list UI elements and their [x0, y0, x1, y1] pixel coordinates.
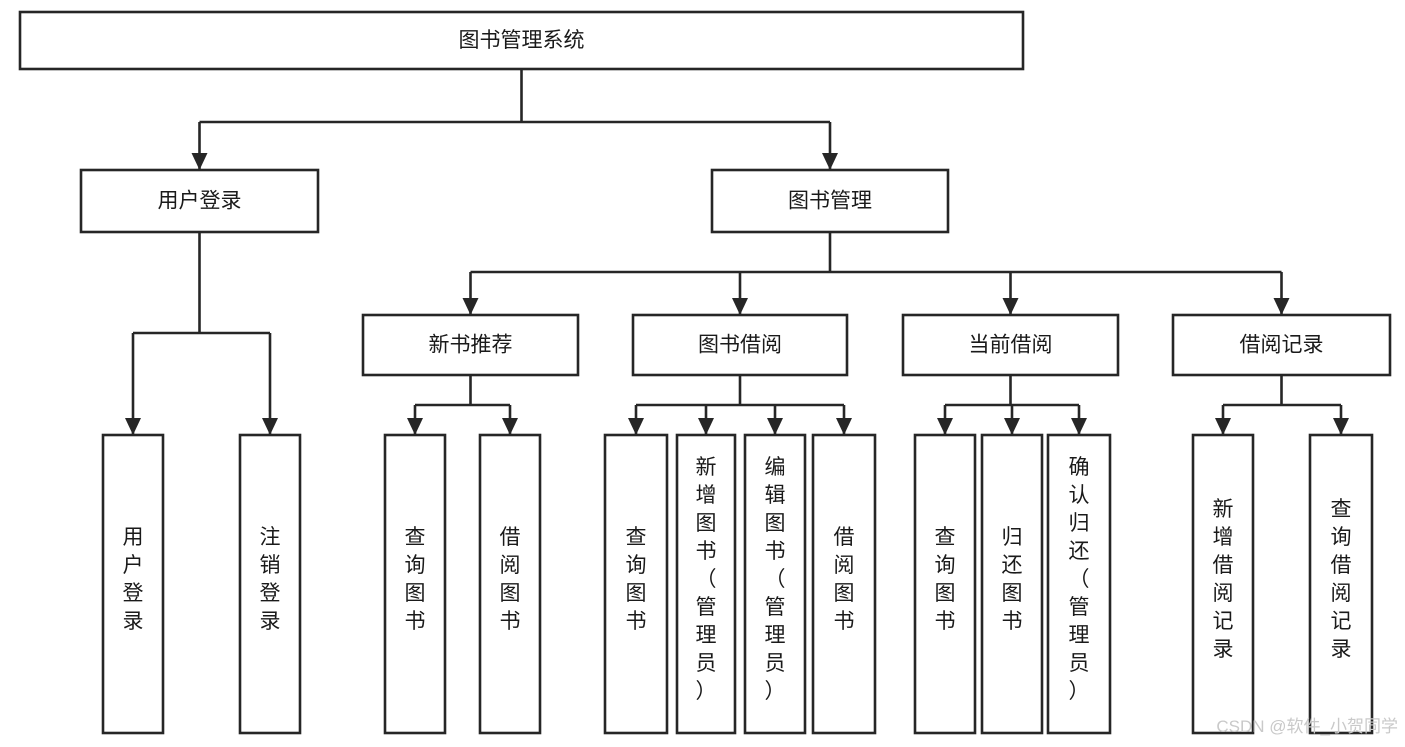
node-leaf-leaf-query-book-borrow-label: 查询图书	[626, 526, 647, 633]
node-leaf-leaf-add-borrow-record-label: 新增借阅记录	[1213, 498, 1234, 661]
node-leaf-leaf-query-book-current-label: 查询图书	[935, 526, 956, 633]
node-leaf-leaf-logout-label: 注销登录	[260, 526, 281, 633]
node-l3-borrow-record-label: 借阅记录	[1240, 334, 1324, 357]
node-leaf-leaf-confirm-return-admin-label: 确认归还（管理员）	[1069, 456, 1090, 703]
node-leaf-leaf-query-book-rec-label: 查询图书	[405, 526, 426, 633]
node-leaf-leaf-borrow-book-rec[interactable]: 借阅图书	[478, 433, 542, 735]
node-root-system[interactable]: 图书管理系统	[18, 10, 1025, 71]
arrow-head-icon	[732, 298, 748, 315]
node-user-login-box	[79, 168, 320, 234]
node-l3-book-borrow-label: 图书借阅	[698, 334, 782, 357]
node-leaf-leaf-edit-book-admin-box	[743, 433, 807, 735]
arrow-head-icon	[836, 418, 852, 435]
connector-layer	[125, 69, 1349, 435]
node-leaf-leaf-query-borrow-record[interactable]: 查询借阅记录	[1308, 433, 1374, 735]
arrow-head-icon	[698, 418, 714, 435]
node-user-login[interactable]: 用户登录	[79, 168, 320, 234]
node-l3-current-borrow-label: 当前借阅	[969, 334, 1053, 357]
node-book-manage-box	[710, 168, 950, 234]
node-l3-new-book-recommend-label: 新书推荐	[429, 334, 513, 357]
node-leaf-leaf-borrow-book-rec-label: 借阅图书	[500, 526, 521, 633]
arrow-head-icon	[262, 418, 278, 435]
node-l3-new-book-recommend[interactable]: 新书推荐	[361, 313, 580, 377]
node-book-manage-label: 图书管理	[788, 190, 872, 213]
node-leaf-leaf-return-book[interactable]: 归还图书	[980, 433, 1044, 735]
node-leaf-leaf-user-login-label: 用户登录	[123, 526, 144, 633]
arrow-head-icon	[1215, 418, 1231, 435]
node-leaf-leaf-edit-book-admin-label: 编辑图书（管理员）	[765, 456, 786, 703]
node-leaf-leaf-return-book-box	[980, 433, 1044, 735]
node-leaf-leaf-borrow-book-label: 借阅图书	[834, 526, 855, 633]
node-leaf-leaf-edit-book-admin[interactable]: 编辑图书（管理员）	[743, 433, 807, 735]
arrow-head-icon	[191, 153, 208, 170]
node-l3-new-book-recommend-box	[361, 313, 580, 377]
node-leaf-leaf-return-book-label: 归还图书	[1002, 526, 1023, 633]
node-layer: 图书管理系统用户登录图书管理新书推荐图书借阅当前借阅借阅记录用户登录注销登录查询…	[18, 10, 1392, 735]
arrow-head-icon	[462, 298, 479, 315]
node-leaf-leaf-query-book-current-box	[913, 433, 977, 735]
node-leaf-leaf-query-book-rec[interactable]: 查询图书	[383, 433, 447, 735]
node-book-manage[interactable]: 图书管理	[710, 168, 950, 234]
node-leaf-leaf-add-borrow-record[interactable]: 新增借阅记录	[1191, 433, 1255, 735]
node-root-system-label: 图书管理系统	[459, 29, 585, 52]
node-l3-borrow-record-box	[1171, 313, 1392, 377]
arrow-head-icon	[822, 153, 838, 170]
node-l3-book-borrow[interactable]: 图书借阅	[631, 313, 849, 377]
arrow-head-icon	[1004, 418, 1020, 435]
node-leaf-leaf-logout-box	[238, 433, 302, 735]
node-leaf-leaf-logout[interactable]: 注销登录	[238, 433, 302, 735]
arrow-head-icon	[1273, 298, 1290, 315]
node-leaf-leaf-query-borrow-record-label: 查询借阅记录	[1331, 498, 1352, 661]
node-l3-current-borrow-box	[901, 313, 1120, 377]
node-l3-current-borrow[interactable]: 当前借阅	[901, 313, 1120, 377]
node-leaf-leaf-user-login[interactable]: 用户登录	[101, 433, 165, 735]
node-leaf-leaf-add-book-admin-box	[675, 433, 737, 735]
csdn-watermark: CSDN @软件_小贺同学	[1216, 717, 1398, 736]
arrow-head-icon	[1071, 418, 1087, 435]
node-root-system-box	[18, 10, 1025, 71]
arrow-head-icon	[937, 418, 953, 435]
node-leaf-leaf-add-borrow-record-box	[1191, 433, 1255, 735]
arrow-head-icon	[628, 418, 644, 435]
arrow-head-icon	[1002, 298, 1019, 315]
node-leaf-leaf-borrow-book-rec-box	[478, 433, 542, 735]
node-leaf-leaf-user-login-box	[101, 433, 165, 735]
node-leaf-leaf-borrow-book[interactable]: 借阅图书	[811, 433, 877, 735]
node-l3-book-borrow-box	[631, 313, 849, 377]
node-leaf-leaf-add-book-admin-label: 新增图书（管理员）	[696, 456, 717, 703]
arrow-head-icon	[125, 418, 141, 435]
node-leaf-leaf-query-book-borrow[interactable]: 查询图书	[603, 433, 669, 735]
node-l3-borrow-record[interactable]: 借阅记录	[1171, 313, 1392, 377]
node-leaf-leaf-add-book-admin[interactable]: 新增图书（管理员）	[675, 433, 737, 735]
node-leaf-leaf-borrow-book-box	[811, 433, 877, 735]
node-leaf-leaf-query-borrow-record-box	[1308, 433, 1374, 735]
arrow-head-icon	[502, 418, 518, 435]
node-leaf-leaf-query-book-rec-box	[383, 433, 447, 735]
node-leaf-leaf-confirm-return-admin-box	[1046, 433, 1112, 735]
node-leaf-leaf-query-book-borrow-box	[603, 433, 669, 735]
node-leaf-leaf-query-book-current[interactable]: 查询图书	[913, 433, 977, 735]
arrow-head-icon	[767, 418, 783, 435]
arrow-head-icon	[407, 418, 423, 435]
node-leaf-leaf-confirm-return-admin[interactable]: 确认归还（管理员）	[1046, 433, 1112, 735]
node-user-login-label: 用户登录	[158, 190, 242, 213]
arrow-head-icon	[1333, 418, 1349, 435]
